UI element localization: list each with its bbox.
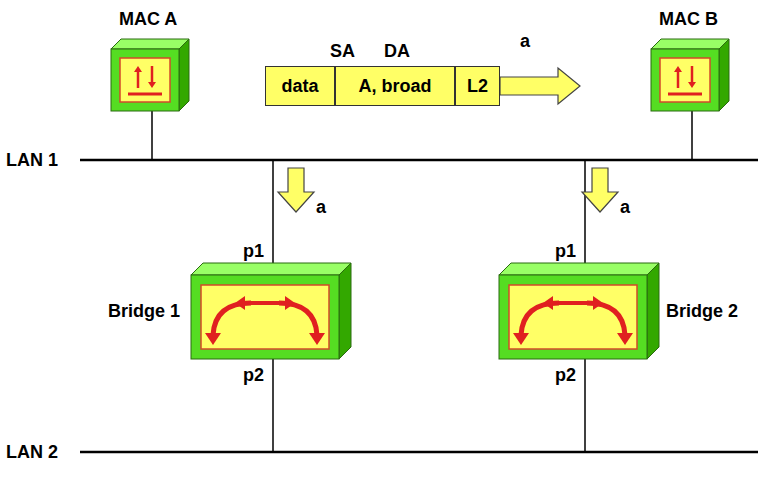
cube-side (719, 39, 729, 111)
icon-arrow (551, 301, 595, 305)
frame-arrow (278, 168, 314, 212)
drop-line (691, 108, 693, 160)
icon-arrowhead (674, 66, 682, 72)
frame-id: a (520, 30, 530, 52)
icon-arrow (279, 303, 317, 335)
icon-arrowhead (309, 333, 325, 345)
node-label: Bridge 1 (108, 300, 180, 322)
icon-arrow (151, 66, 154, 83)
cube-top (111, 39, 189, 49)
icon-panel (509, 285, 637, 349)
node-label: MAC B (659, 8, 718, 30)
frame-field: A, broad (335, 66, 455, 106)
field-text: data (281, 75, 318, 97)
cube-front (191, 275, 339, 359)
port-name: p2 (555, 364, 576, 386)
node-label: MAC A (119, 8, 177, 30)
icon-bar (668, 93, 702, 96)
cube-front (499, 275, 647, 359)
icon-arrowhead (205, 333, 221, 345)
icon-arrowhead (593, 296, 603, 310)
icon-arrowhead (285, 296, 295, 310)
field-name: DA (384, 40, 410, 62)
drop-line (584, 160, 586, 276)
icon-arrowhead (543, 296, 553, 310)
frame-id: a (316, 196, 326, 218)
icon-arrow (691, 66, 694, 83)
lan-name: LAN 1 (6, 149, 58, 171)
icon-arrow (587, 303, 625, 335)
icon-panel (201, 285, 329, 349)
cube-top (499, 263, 659, 275)
drop-line (151, 108, 153, 160)
lan-line (80, 159, 758, 162)
icon-arrow (137, 71, 140, 88)
drop-line (272, 356, 274, 452)
frame-field: data (265, 66, 335, 106)
icon-arrow (521, 303, 559, 335)
cube-side (647, 263, 659, 359)
cube-top (651, 39, 729, 49)
station-node: MAC B (644, 8, 734, 112)
frame-id: a (620, 196, 630, 218)
drop-line (584, 356, 586, 452)
bridge-node: Bridge 2 (498, 262, 758, 360)
station-node: MAC A (104, 8, 194, 112)
icon-panel (120, 58, 170, 102)
frame-arrow (500, 68, 580, 104)
icon-arrowhead (134, 66, 142, 72)
icon-panel (660, 58, 710, 102)
station-cube (110, 38, 190, 112)
icon-arrow (213, 303, 251, 335)
icon-bar (128, 93, 162, 96)
bridge-cube (498, 262, 660, 360)
lan-line (80, 451, 758, 454)
icon-arrow (677, 71, 680, 88)
icon-arrow (243, 301, 287, 305)
drop-line (272, 160, 274, 276)
cube-front (651, 49, 719, 111)
icon-arrowhead (148, 82, 156, 88)
port-name: p1 (243, 240, 264, 262)
node-label: Bridge 2 (666, 300, 738, 322)
port-name: p1 (555, 240, 576, 262)
frame-arrow (582, 168, 618, 212)
field-name: SA (330, 40, 355, 62)
cube-side (339, 263, 351, 359)
frame-field: L2 (455, 66, 500, 106)
icon-arrowhead (617, 333, 633, 345)
bridge-node: Bridge 1 (85, 262, 350, 360)
icon-arrowhead (513, 333, 529, 345)
icon-arrowhead (688, 82, 696, 88)
port-name: p2 (243, 364, 264, 386)
station-cube (650, 38, 730, 112)
cube-front (111, 49, 179, 111)
field-text: L2 (467, 75, 488, 97)
icon-arrowhead (235, 296, 245, 310)
lan-name: LAN 2 (6, 441, 58, 463)
cube-side (179, 39, 189, 111)
bridge-cube (190, 262, 352, 360)
field-text: A, broad (358, 75, 431, 97)
cube-top (191, 263, 351, 275)
